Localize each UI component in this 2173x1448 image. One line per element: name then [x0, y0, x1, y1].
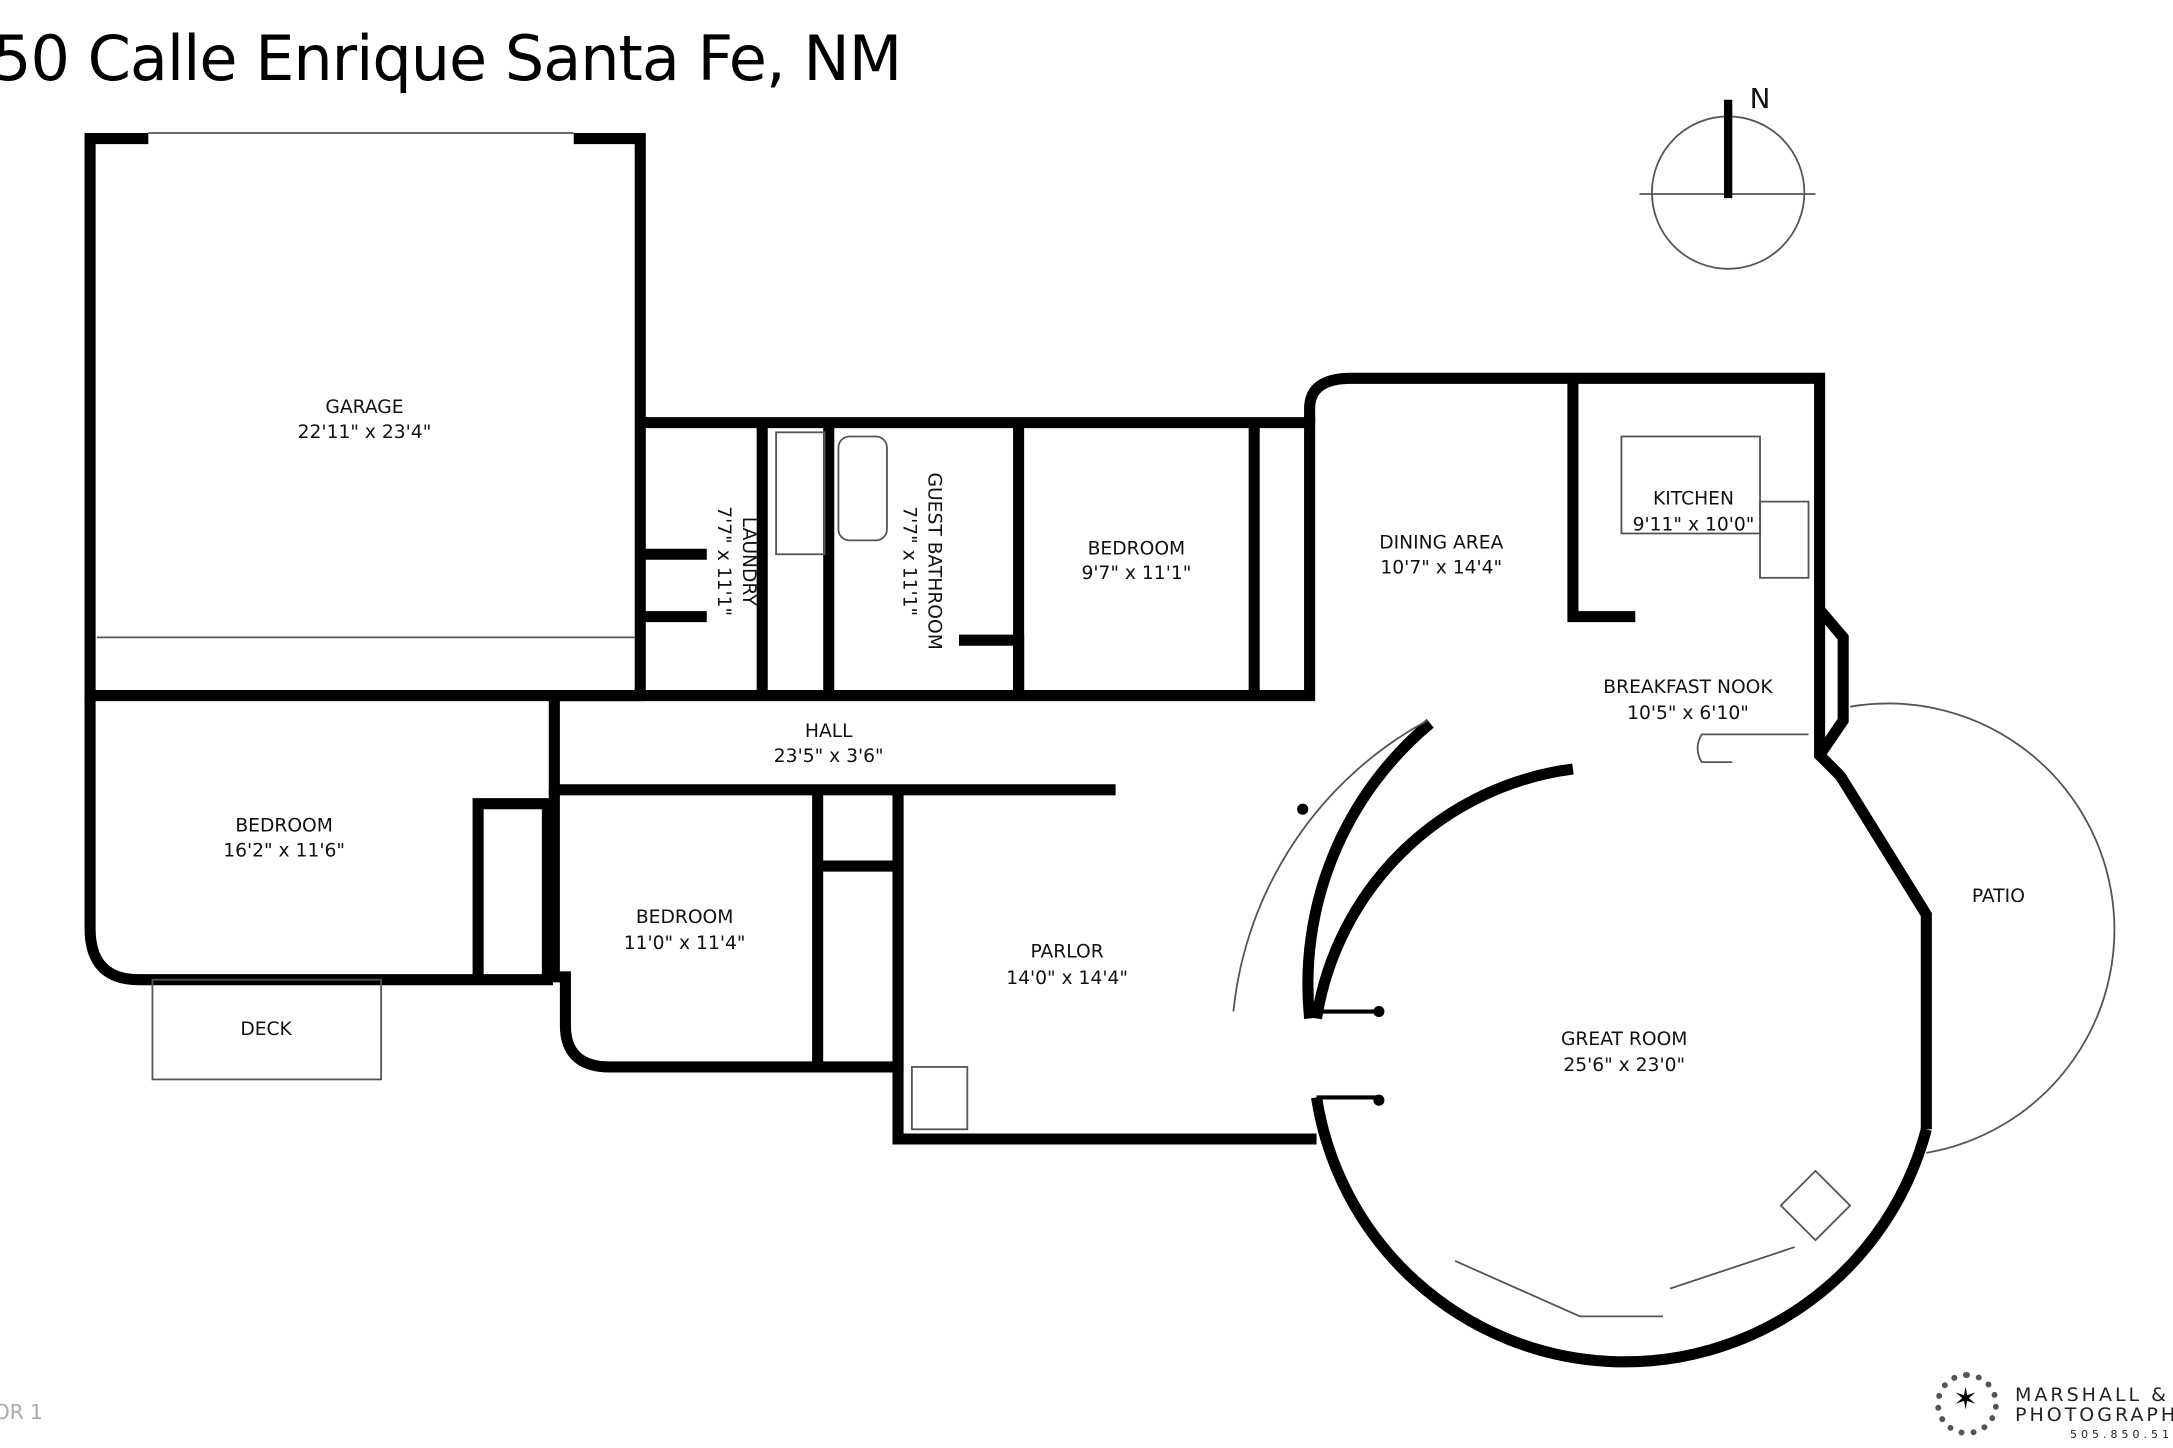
room-dims: 16'2" x 11'6"	[223, 840, 345, 861]
room-labels: GARAGE 22'11" x 23'4" LAUNDRY 7'7" x 11'…	[223, 397, 2025, 1076]
photographer-logo: MARSHALL & PHOTOGRAPHY 505.850.519	[1930, 1370, 2173, 1448]
room-name: PATIO	[1972, 886, 2025, 907]
north-label: N	[1750, 82, 1771, 115]
room-dims: 9'7" x 11'1"	[1081, 563, 1191, 584]
room-name: HALL	[805, 721, 853, 742]
room-dims: 25'6" x 23'0"	[1563, 1055, 1685, 1076]
logo-line2: PHOTOGRAPHY	[2015, 1404, 2173, 1426]
room-name: GREAT ROOM	[1561, 1029, 1688, 1050]
room-name: GUEST BATHROOM	[924, 473, 945, 650]
room-dims: 14'0" x 14'4"	[1006, 968, 1128, 989]
room-dims: 10'7" x 14'4"	[1380, 558, 1502, 579]
room-name: PARLOR	[1030, 941, 1103, 962]
walls	[84, 132, 1932, 1368]
page-title: 50 Calle Enrique Santa Fe, NM	[0, 22, 902, 95]
fixtures	[151, 431, 2116, 1318]
room-name: BEDROOM	[1088, 538, 1186, 559]
room-name: DECK	[240, 1019, 292, 1040]
room-dims: 23'5" x 3'6"	[774, 746, 884, 767]
room-name: LAUNDRY	[738, 517, 759, 606]
shutter-icon	[1935, 1372, 1999, 1436]
room-name: BEDROOM	[636, 907, 734, 928]
room-name: KITCHEN	[1653, 488, 1734, 509]
floor-label: OR 1	[0, 1400, 43, 1424]
room-dims: 7'7" x 11'1"	[899, 506, 920, 616]
room-dims: 10'5" x 6'10"	[1627, 703, 1749, 724]
logo-line1: MARSHALL &	[2015, 1384, 2169, 1406]
room-name: DINING AREA	[1379, 533, 1503, 554]
room-name: BEDROOM	[235, 815, 333, 836]
logo-phone: 505.850.519	[2070, 1428, 2173, 1441]
room-dims: 9'11" x 10'0"	[1633, 515, 1755, 536]
compass-icon: N	[1639, 82, 1816, 270]
room-name: BREAKFAST NOOK	[1603, 677, 1773, 698]
room-dims: 22'11" x 23'4"	[298, 422, 432, 443]
room-name: GARAGE	[325, 397, 403, 418]
room-dims: 11'0" x 11'4"	[624, 933, 746, 954]
room-dims: 7'7" x 11'1"	[713, 506, 734, 616]
